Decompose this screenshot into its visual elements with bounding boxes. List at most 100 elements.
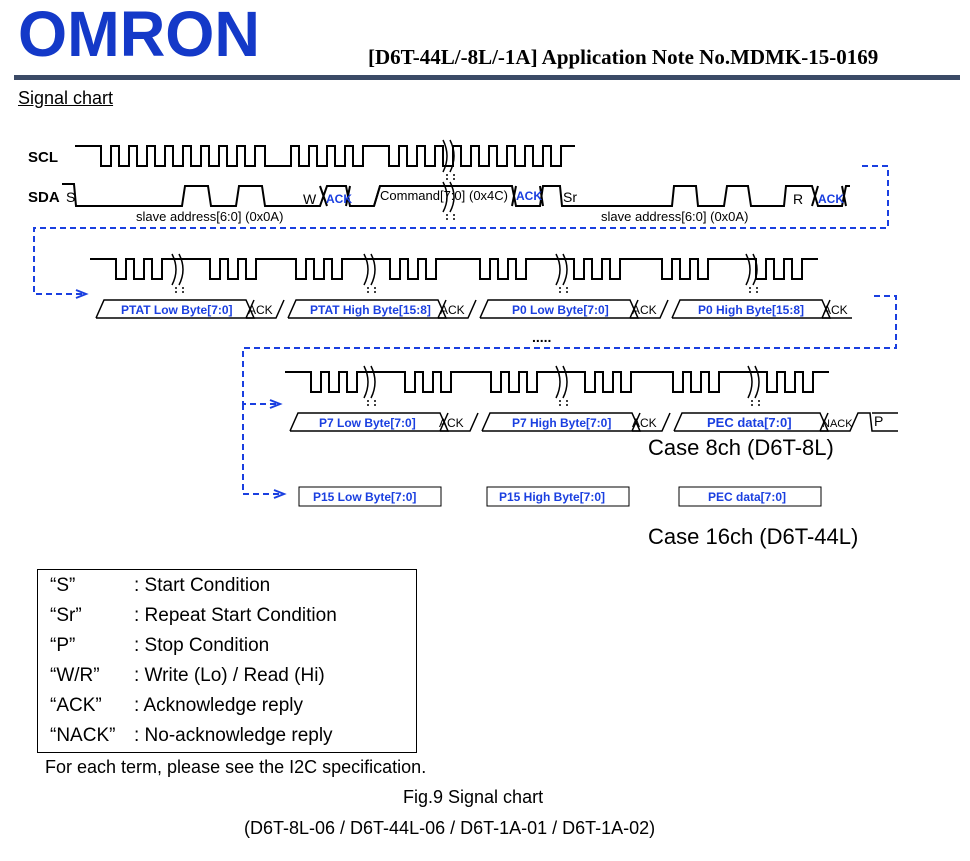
byte-label: P0 High Byte[15:8] bbox=[698, 303, 804, 317]
break-mark bbox=[370, 253, 376, 286]
legend-row: “ACK” : Acknowledge reply bbox=[50, 695, 303, 717]
break-mark bbox=[446, 174, 455, 182]
nack-stop-frame bbox=[820, 412, 898, 432]
sda-byte-frame bbox=[671, 299, 832, 319]
legend-desc: : Start Condition bbox=[134, 575, 271, 596]
ack-label: ACK bbox=[818, 192, 844, 206]
legend-term: “ACK” bbox=[50, 695, 102, 716]
byte-label: PEC data[7:0] bbox=[707, 415, 792, 430]
legend-desc: : Repeat Start Condition bbox=[134, 605, 337, 626]
break-mark bbox=[367, 400, 376, 408]
case-16ch-label: Case 16ch (D6T-44L) bbox=[648, 524, 859, 549]
byte-label: P0 Low Byte[7:0] bbox=[512, 303, 609, 317]
sda-waveform bbox=[62, 183, 850, 207]
sda-transition bbox=[319, 185, 847, 207]
read-label: R bbox=[793, 191, 803, 207]
continuation-dots: ..... bbox=[532, 329, 551, 345]
break-mark bbox=[747, 365, 753, 399]
break-mark bbox=[745, 253, 751, 286]
sda-byte-frame bbox=[289, 412, 450, 432]
ack-label: ACK bbox=[440, 303, 465, 317]
break-mark bbox=[555, 365, 561, 399]
flow-connectors bbox=[33, 165, 897, 499]
break-mark bbox=[175, 287, 184, 295]
sda-byte-frame bbox=[673, 412, 830, 432]
break-mark bbox=[449, 139, 455, 173]
ack-label: ACK bbox=[439, 416, 464, 430]
repeat-start-label: Sr bbox=[563, 189, 577, 205]
legend-box: “S” : Start Condition “Sr” : Repeat Start … bbox=[37, 569, 417, 753]
break-mark bbox=[171, 253, 177, 286]
sda-byte-frame bbox=[481, 412, 642, 432]
break-mark bbox=[749, 287, 758, 295]
break-mark bbox=[446, 214, 455, 222]
break-mark bbox=[559, 400, 568, 408]
header-rule bbox=[14, 75, 960, 80]
legend-term: “P” bbox=[50, 635, 76, 656]
break-mark bbox=[363, 365, 369, 399]
section-title: Signal chart bbox=[18, 88, 114, 108]
sda-byte-frame bbox=[479, 299, 640, 319]
signal-chart-diagram: SCL SDA S W ACK Command[7:0] (0x4C) ACK … bbox=[28, 139, 898, 507]
break-mark bbox=[754, 365, 760, 399]
break-mark bbox=[555, 253, 561, 286]
break-mark bbox=[442, 181, 448, 213]
flow-connector bbox=[242, 295, 897, 405]
break-mark bbox=[370, 365, 376, 399]
scl-waveform bbox=[75, 145, 575, 167]
sda-byte-frame bbox=[95, 299, 256, 319]
ack-label: ACK bbox=[248, 303, 273, 317]
legend-term: “Sr” bbox=[50, 605, 82, 626]
break-mark bbox=[363, 253, 369, 286]
legend-row: “NACK” : No-acknowledge reply bbox=[50, 725, 333, 747]
stop-label: P bbox=[874, 413, 883, 429]
legend-desc: : No-acknowledge reply bbox=[134, 725, 333, 746]
legend-row: “Sr” : Repeat Start Condition bbox=[50, 605, 337, 627]
sda-byte-frame bbox=[287, 299, 448, 319]
write-label: W bbox=[303, 191, 317, 207]
byte-label: P15 High Byte[7:0] bbox=[499, 490, 605, 504]
legend-term: “S” bbox=[50, 575, 76, 596]
command-value: (0x4C) bbox=[469, 188, 508, 203]
omron-logo: OMRON bbox=[18, 4, 260, 66]
legend-term: “NACK” bbox=[50, 725, 116, 746]
byte-label: PEC data[7:0] bbox=[708, 490, 786, 504]
case-8ch-label: Case 8ch (D6T-8L) bbox=[648, 435, 834, 460]
slave-address-label: slave address[6:0] (0x0A) bbox=[136, 209, 283, 224]
break-mark bbox=[562, 253, 568, 286]
ack-frame bbox=[438, 299, 477, 319]
ack-label: ACK bbox=[823, 303, 848, 317]
legend-desc: : Write (Lo) / Read (Hi) bbox=[134, 665, 325, 686]
byte-label: P7 High Byte[7:0] bbox=[512, 416, 611, 430]
legend-row: “P” : Stop Condition bbox=[50, 635, 269, 657]
ack-label: ACK bbox=[632, 303, 657, 317]
byte-label: PTAT High Byte[15:8] bbox=[310, 303, 431, 317]
break-mark bbox=[178, 253, 184, 286]
waveforms bbox=[62, 139, 898, 432]
legend-desc: : Stop Condition bbox=[134, 635, 270, 656]
scl-label: SCL bbox=[28, 149, 58, 166]
break-mark bbox=[752, 253, 758, 286]
ack-label: ACK bbox=[632, 416, 657, 430]
break-mark bbox=[562, 365, 568, 399]
slave-address-label: slave address[6:0] (0x0A) bbox=[601, 209, 748, 224]
flow-arrow bbox=[75, 289, 89, 299]
scl-waveform bbox=[90, 258, 818, 280]
flow-arrow bbox=[273, 489, 287, 499]
break-mark bbox=[449, 181, 455, 213]
byte-box bbox=[298, 486, 442, 507]
ack-frame bbox=[246, 299, 285, 319]
figure-caption: Fig.9 Signal chart bbox=[403, 787, 544, 807]
flow-arrow bbox=[269, 399, 283, 409]
start-label: S bbox=[66, 189, 75, 205]
flow-connector bbox=[242, 404, 282, 495]
flow-connector bbox=[33, 165, 889, 295]
ack-frame bbox=[632, 412, 671, 432]
break-mark bbox=[367, 287, 376, 295]
legend-desc: : Acknowledge reply bbox=[134, 695, 303, 716]
byte-label: PTAT Low Byte[7:0] bbox=[121, 303, 233, 317]
ack-frame bbox=[440, 412, 479, 432]
byte-label: P7 Low Byte[7:0] bbox=[319, 416, 416, 430]
ack-label: ACK bbox=[516, 189, 542, 203]
byte-label: P15 Low Byte[7:0] bbox=[313, 490, 416, 504]
